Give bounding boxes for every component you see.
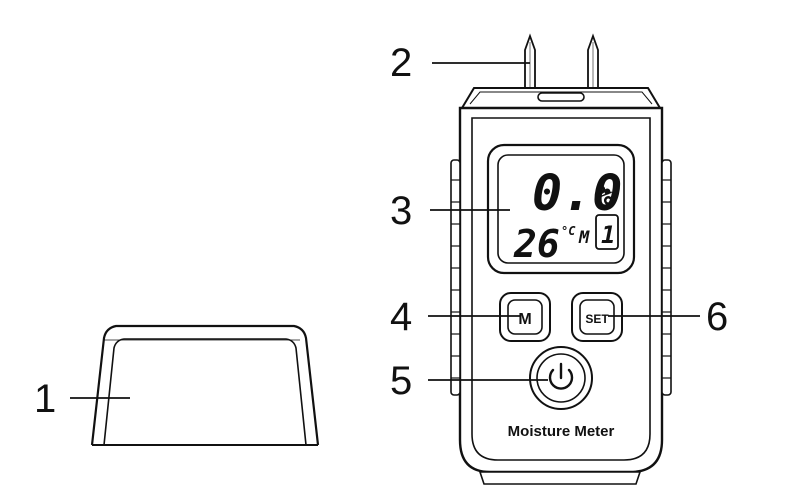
temperature-unit: °C bbox=[561, 224, 576, 238]
mode-number-box bbox=[595, 214, 619, 250]
callout-3: 3 bbox=[390, 189, 412, 233]
protective-cap bbox=[90, 324, 320, 446]
set-button[interactable]: SET bbox=[571, 292, 623, 342]
callout-6: 6 bbox=[706, 295, 728, 339]
lcd-display: 0.0 % 26 °C M 1 bbox=[486, 143, 636, 275]
mode-number: 1 bbox=[601, 221, 615, 249]
leader-lines bbox=[70, 62, 700, 399]
moisture-reading: 0.0 bbox=[532, 164, 622, 222]
mode-button-label: M bbox=[518, 311, 531, 328]
callout-4: 4 bbox=[390, 295, 412, 339]
mode-button[interactable]: M bbox=[499, 292, 551, 342]
mode-indicator: M bbox=[578, 228, 590, 248]
right-grip bbox=[661, 159, 672, 396]
probe-pins bbox=[524, 33, 599, 88]
callout-5: 5 bbox=[390, 359, 412, 403]
callout-1: 1 bbox=[34, 377, 56, 421]
brand-label: Moisture Meter bbox=[508, 423, 615, 440]
top-slot bbox=[537, 92, 585, 102]
left-grip bbox=[450, 159, 461, 396]
power-icon bbox=[548, 362, 574, 390]
temperature-reading: 26 bbox=[513, 222, 560, 266]
percent-unit: % bbox=[596, 179, 613, 212]
set-button-label: SET bbox=[585, 312, 609, 326]
callout-2: 2 bbox=[390, 41, 412, 85]
power-button[interactable] bbox=[529, 346, 593, 410]
